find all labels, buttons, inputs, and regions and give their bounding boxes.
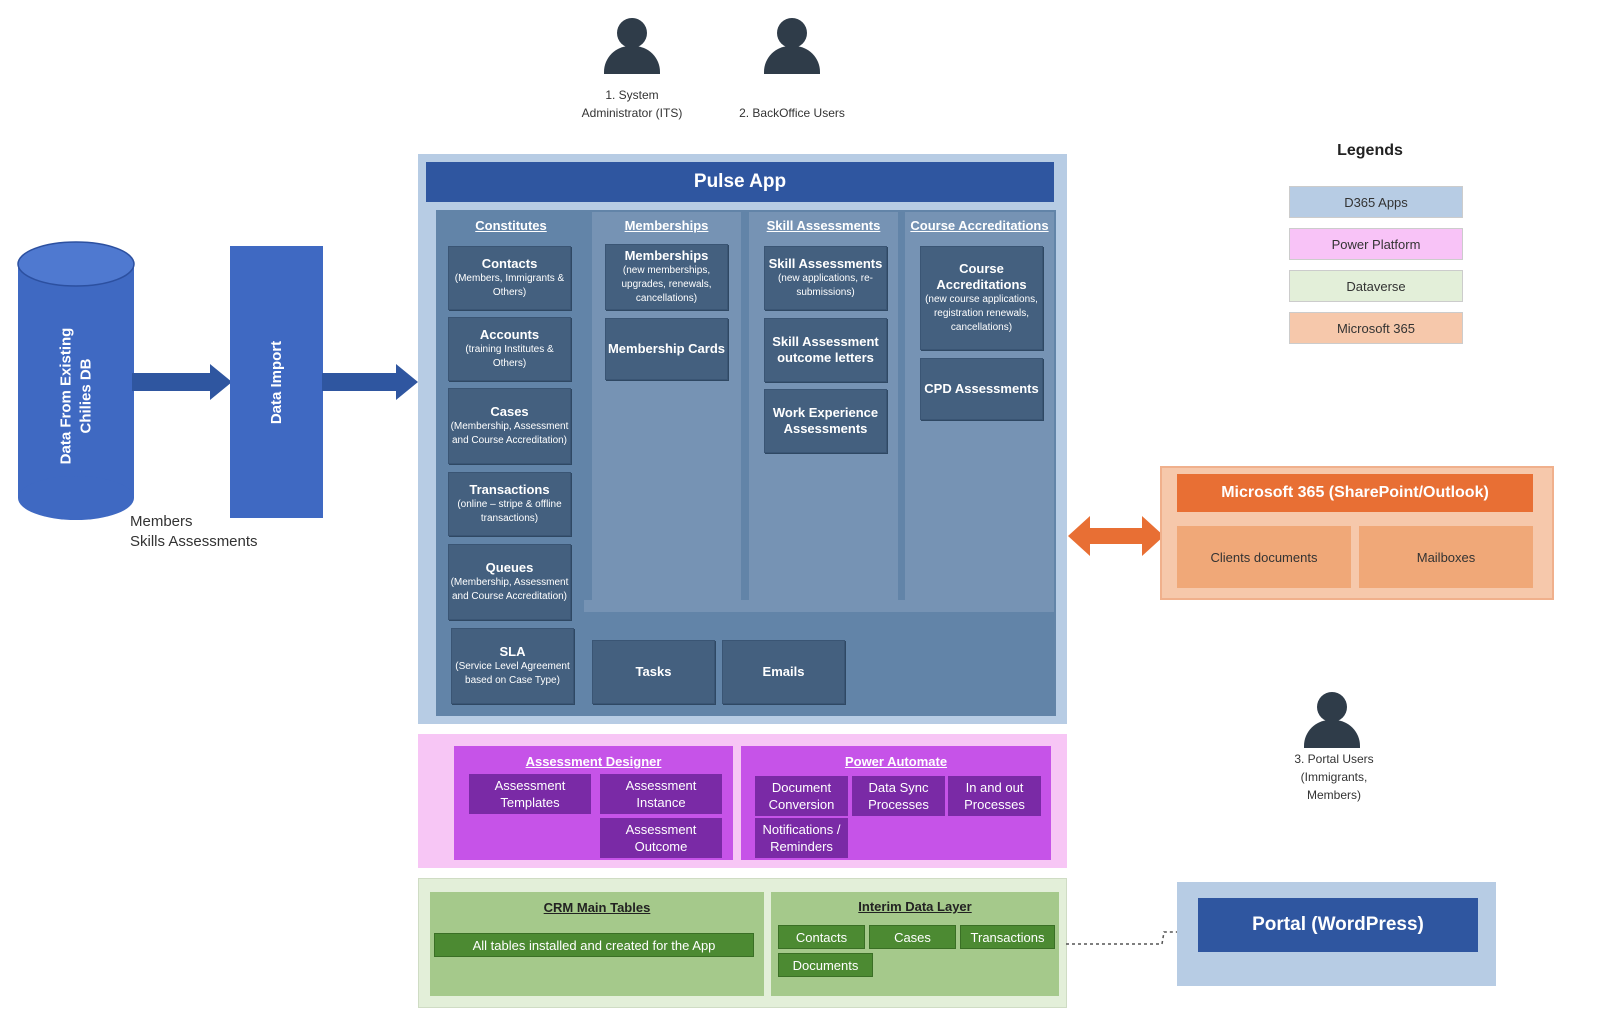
course-accreditations-header: Course Accreditations bbox=[910, 218, 1049, 233]
queues-box: Queues (Membership, Assessment and Cours… bbox=[448, 544, 571, 620]
legend-power-platform: Power Platform bbox=[1289, 228, 1463, 260]
memberships-box: Memberships (new memberships, upgrades, … bbox=[605, 244, 728, 310]
legends-title: Legends bbox=[1337, 142, 1403, 159]
data-import-box: Data Import bbox=[230, 246, 323, 518]
portal-user-icon bbox=[1304, 692, 1360, 748]
constitutes-header: Constitutes bbox=[475, 218, 547, 233]
emails-box: Emails bbox=[722, 640, 845, 704]
mailboxes-box: Mailboxes bbox=[1359, 526, 1533, 588]
skill-assessments-header: Skill Assessments bbox=[766, 218, 881, 233]
skill-assessments-box: Skill Assessments (new applications, re-… bbox=[764, 246, 887, 310]
sla-box: SLA (Service Level Agreement based on Ca… bbox=[451, 628, 574, 704]
db-to-import-arrow-icon bbox=[132, 364, 232, 400]
m365-title: Microsoft 365 (SharePoint/Outlook) bbox=[1177, 474, 1533, 512]
notifications-reminders-box: Notifications / Reminders bbox=[755, 818, 848, 858]
backoffice-users-label: 2. BackOffice Users bbox=[739, 106, 845, 120]
in-out-processes-box: In and out Processes bbox=[948, 776, 1041, 816]
lower-band bbox=[584, 600, 1054, 612]
skill-outcome-letters-box: Skill Assessment outcome letters bbox=[764, 318, 887, 382]
portal-wordpress-box: Portal (WordPress) bbox=[1198, 898, 1478, 952]
accounts-box: Accounts (training Institutes & Others) bbox=[448, 317, 571, 381]
cases-box: Cases (Membership, Assessment and Course… bbox=[448, 388, 571, 464]
assessment-templates-box: Assessment Templates bbox=[469, 774, 591, 814]
legend-d365-apps: D365 Apps bbox=[1289, 186, 1463, 218]
power-automate-header: Power Automate bbox=[844, 754, 948, 769]
course-accreditations-box: Course Accreditations (new course applic… bbox=[920, 246, 1043, 350]
crm-main-tables-header: CRM Main Tables bbox=[543, 900, 651, 915]
assessment-outcome-box: Assessment Outcome bbox=[600, 818, 722, 858]
transactions-box: Transactions (online – stripe & offline … bbox=[448, 472, 571, 536]
contacts-box: Contacts (Members, Immigrants & Others) bbox=[448, 246, 571, 310]
clients-documents-box: Clients documents bbox=[1177, 526, 1351, 588]
data-sync-box: Data Sync Processes bbox=[852, 776, 945, 816]
assessment-designer-header: Assessment Designer bbox=[525, 754, 662, 769]
backoffice-user-icon bbox=[764, 18, 820, 74]
interim-documents-box: Documents bbox=[778, 953, 873, 977]
interim-transactions-box: Transactions bbox=[960, 925, 1055, 949]
crm-all-tables-box: All tables installed and created for the… bbox=[434, 933, 754, 957]
legend-microsoft-365: Microsoft 365 bbox=[1289, 312, 1463, 344]
bidirectional-arrow-icon bbox=[1068, 516, 1164, 556]
work-experience-box: Work Experience Assessments bbox=[764, 389, 887, 453]
interim-data-layer-header: Interim Data Layer bbox=[858, 899, 972, 914]
interim-cases-box: Cases bbox=[869, 925, 956, 949]
existing-db-cylinder-icon bbox=[17, 241, 135, 520]
document-conversion-box: Document Conversion bbox=[755, 776, 848, 816]
memberships-header: Memberships bbox=[624, 218, 709, 233]
system-admin-user-icon bbox=[604, 18, 660, 74]
interim-contacts-box: Contacts bbox=[778, 925, 865, 949]
portal-users-label: 3. Portal Users (Immigrants, Members) bbox=[1294, 752, 1374, 802]
tasks-box: Tasks bbox=[592, 640, 715, 704]
import-caption: Members Skills Assessments bbox=[130, 513, 258, 550]
portal-dashed-connector bbox=[1066, 931, 1178, 945]
pulse-app-title: Pulse App bbox=[426, 162, 1054, 202]
legend-dataverse: Dataverse bbox=[1289, 270, 1463, 302]
existing-db-label: Data From Existing Chilies DB bbox=[57, 327, 95, 465]
system-admin-label: 1. System Administrator (ITS) bbox=[581, 88, 683, 120]
assessment-instance-box: Assessment Instance bbox=[600, 774, 722, 814]
import-to-pulse-arrow-icon bbox=[322, 364, 418, 400]
membership-cards-box: Membership Cards bbox=[605, 318, 728, 380]
cpd-assessments-box: CPD Assessments bbox=[920, 358, 1043, 420]
